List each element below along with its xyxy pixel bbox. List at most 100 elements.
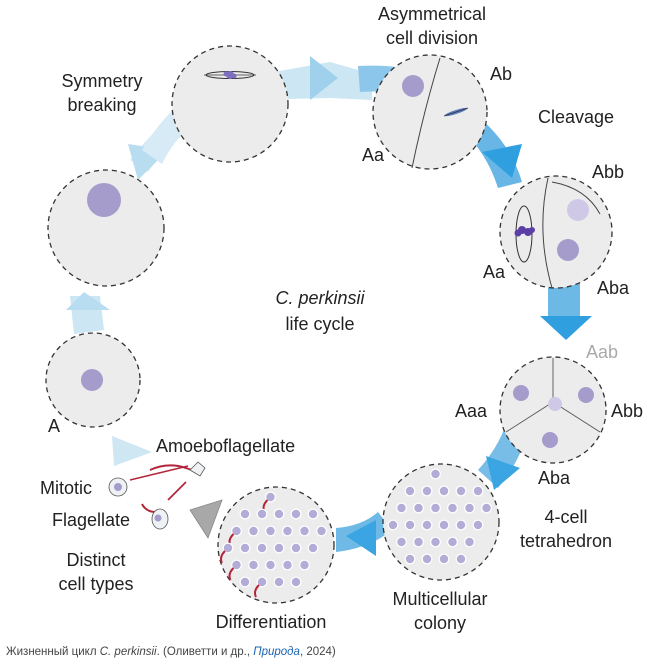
flagellum — [254, 584, 260, 598]
inner-cell-nucleus — [438, 485, 450, 497]
inner-cell-nucleus — [472, 519, 484, 531]
inner-cell-nucleus — [248, 559, 259, 571]
inner-cell-nucleus — [282, 525, 293, 537]
cell-growth — [47, 169, 165, 287]
inner-cell-nucleus — [421, 485, 433, 497]
inner-cell-nucleus — [404, 553, 416, 565]
life-cycle-diagram: Asymmetrical cell division Symmetry brea… — [40, 4, 643, 633]
inner-cell-nucleus — [396, 502, 407, 514]
center-species: C. perkinsii — [275, 288, 365, 308]
inner-cell-nucleus — [239, 576, 251, 588]
label-symmetry-1: Symmetry — [62, 71, 143, 91]
inner-cell-nucleus — [430, 502, 441, 514]
label-flagellate: Flagellate — [52, 510, 130, 530]
inner-cell-nucleus — [472, 485, 484, 497]
inner-cell-nucleus — [421, 519, 433, 531]
label-abb: Abb — [592, 162, 624, 182]
inner-cell-nucleus — [222, 542, 234, 554]
cell-tetrahedron — [499, 356, 607, 464]
center-suffix: life cycle — [285, 314, 354, 334]
inner-cell-nucleus — [404, 519, 416, 531]
inner-cell-nucleus — [256, 576, 268, 588]
label-amoeboflagellate: Amoeboflagellate — [156, 436, 295, 456]
label-aaa: Aaa — [455, 401, 488, 421]
inner-cell-nucleus — [256, 542, 268, 554]
label-aa-2: Aa — [483, 262, 506, 282]
label-abb-2: Abb — [611, 401, 643, 421]
cell-labels: A Aa Ab Abb Aa Aba Aab Aaa Abb Aba — [48, 64, 643, 488]
inner-cell-nucleus — [455, 519, 467, 531]
flagellum — [220, 550, 226, 564]
inner-cell-nucleus — [273, 508, 285, 520]
label-distinct-2: cell types — [58, 574, 133, 594]
inner-cell-nucleus — [481, 502, 492, 514]
inner-cell-nucleus — [290, 508, 302, 520]
inner-cell-nucleus — [464, 502, 475, 514]
inner-cell-nucleus — [447, 502, 458, 514]
inner-cell-nucleus — [455, 553, 467, 565]
inner-cell-nucleus — [239, 508, 251, 520]
inner-cell-nucleus — [455, 485, 467, 497]
inner-cell-nucleus — [265, 491, 276, 503]
label-cleavage: Cleavage — [538, 107, 614, 127]
cell-asym-division — [372, 54, 488, 170]
cell-type-labels: Amoeboflagellate Mitotic Flagellate — [40, 436, 295, 530]
label-symmetry-2: breaking — [67, 95, 136, 115]
inner-cell-nucleus — [273, 542, 285, 554]
inner-cell-nucleus — [265, 559, 276, 571]
flagellum — [228, 567, 235, 581]
inner-cell-nucleus — [299, 559, 310, 571]
label-aba-2: Aba — [538, 468, 571, 488]
label-asym-2: cell division — [386, 28, 478, 48]
inner-cell-nucleus — [248, 525, 259, 537]
label-distinct-1: Distinct — [66, 550, 125, 570]
inner-cell-nucleus — [413, 536, 424, 548]
inner-cell-nucleus — [447, 536, 458, 548]
label-differentiation: Differentiation — [216, 612, 327, 632]
cell-symmetry-breaking — [171, 45, 289, 163]
caption-journal-link[interactable]: Природа — [253, 646, 300, 658]
label-ab: Ab — [490, 64, 512, 84]
label-mitotic: Mitotic — [40, 478, 92, 498]
inner-cell-nucleus — [239, 542, 251, 554]
inner-cell-nucleus — [290, 542, 302, 554]
cell-differentiation — [217, 486, 335, 604]
cell-a — [45, 332, 141, 428]
inner-cell-nucleus — [396, 536, 407, 548]
distinct-cell-types — [108, 461, 206, 530]
stage-labels: Asymmetrical cell division Symmetry brea… — [58, 4, 614, 633]
caption-prefix: Жизненный цикл — [6, 646, 100, 658]
label-a: A — [48, 416, 60, 436]
inner-cell-nucleus — [464, 536, 475, 548]
inner-cell-nucleus — [307, 542, 319, 554]
label-aa: Aa — [362, 145, 385, 165]
inner-cell-nucleus — [438, 553, 450, 565]
label-aba: Aba — [597, 278, 630, 298]
label-aab: Aab — [586, 342, 618, 362]
caption-suffix: , 2024) — [299, 646, 336, 658]
caption-middle: . (Оливетти и др., — [156, 646, 254, 658]
inner-cell-nucleus — [438, 519, 450, 531]
inner-cell-nucleus — [421, 553, 433, 565]
inner-cell-nucleus — [430, 536, 441, 548]
label-multi-1: Multicellular — [392, 589, 487, 609]
inner-cell-nucleus — [231, 525, 242, 537]
label-tetra-2: tetrahedron — [520, 531, 612, 551]
inner-cell-nucleus — [404, 485, 416, 497]
cell-multicellular — [382, 463, 500, 581]
inner-cell-nucleus — [387, 519, 399, 531]
inner-cell-nucleus — [307, 508, 319, 520]
inner-cell-nucleus — [273, 576, 285, 588]
inner-cell-nucleus — [290, 576, 302, 588]
caption-species: C. perkinsii — [99, 646, 157, 658]
inner-cell-nucleus — [299, 525, 310, 537]
cell-cleavage — [499, 175, 613, 289]
inner-cell-nucleus — [256, 508, 268, 520]
inner-cell-nucleus — [413, 502, 424, 514]
label-tetra-1: 4-cell — [544, 507, 587, 527]
inner-cell-nucleus — [282, 559, 293, 571]
figure-caption: Жизненный цикл C. perkinsii. (Оливетти и… — [6, 646, 336, 658]
inner-cell-nucleus — [265, 525, 276, 537]
inner-cell-nucleus — [231, 559, 242, 571]
label-asym-1: Asymmetrical — [378, 4, 486, 24]
